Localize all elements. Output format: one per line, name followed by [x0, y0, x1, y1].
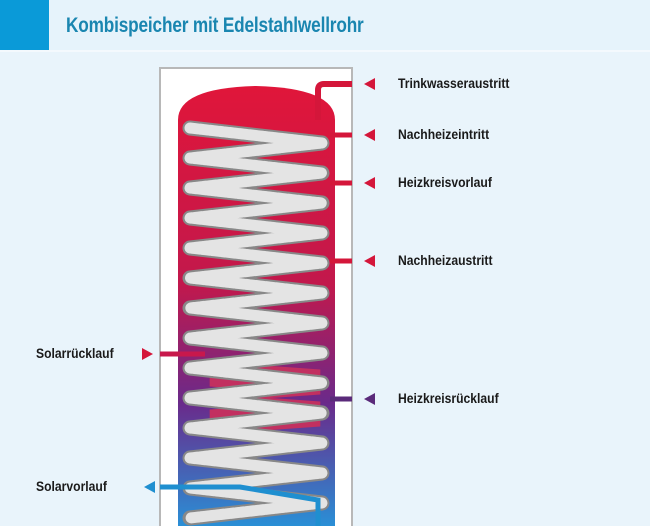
- pipe-trinkwasseraustritt: [315, 81, 352, 120]
- coil: [182, 120, 330, 526]
- label-heizkreisvorlauf: Heizkreisvorlauf: [398, 175, 492, 190]
- label-heizkreisruecklauf: Heizkreisrücklauf: [398, 391, 499, 406]
- label-nachheizeintritt: Nachheizeintritt: [398, 127, 490, 142]
- label-trinkwasseraustritt: Trinkwasseraustritt: [398, 76, 510, 91]
- label-solarruecklauf: Solarrücklauf: [36, 346, 114, 361]
- header-accent-block: [0, 0, 49, 50]
- heizkreisvorlauf-arrow-icon: [364, 177, 375, 189]
- label-solarvorlauf: Solarvorlauf: [36, 479, 107, 494]
- main-coil: [184, 122, 328, 524]
- label-nachheizaustritt: Nachheizaustritt: [398, 253, 493, 268]
- pipe-solarvorlauf: [160, 484, 321, 526]
- connections: [142, 78, 375, 526]
- nachheizaustritt-arrow-icon: [364, 255, 375, 267]
- heizkreisruecklauf-arrow-icon: [364, 393, 375, 405]
- header: Kombispeicher mit Edelstahlwellrohr: [0, 0, 650, 52]
- trinkwasseraustritt-arrow-icon: [364, 78, 375, 90]
- solarvorlauf-arrow-icon: [144, 481, 155, 493]
- nachheizeintritt-arrow-icon: [364, 129, 375, 141]
- solarruecklauf-arrow-icon: [142, 348, 153, 360]
- page-title: Kombispeicher mit Edelstahlwellrohr: [66, 14, 364, 37]
